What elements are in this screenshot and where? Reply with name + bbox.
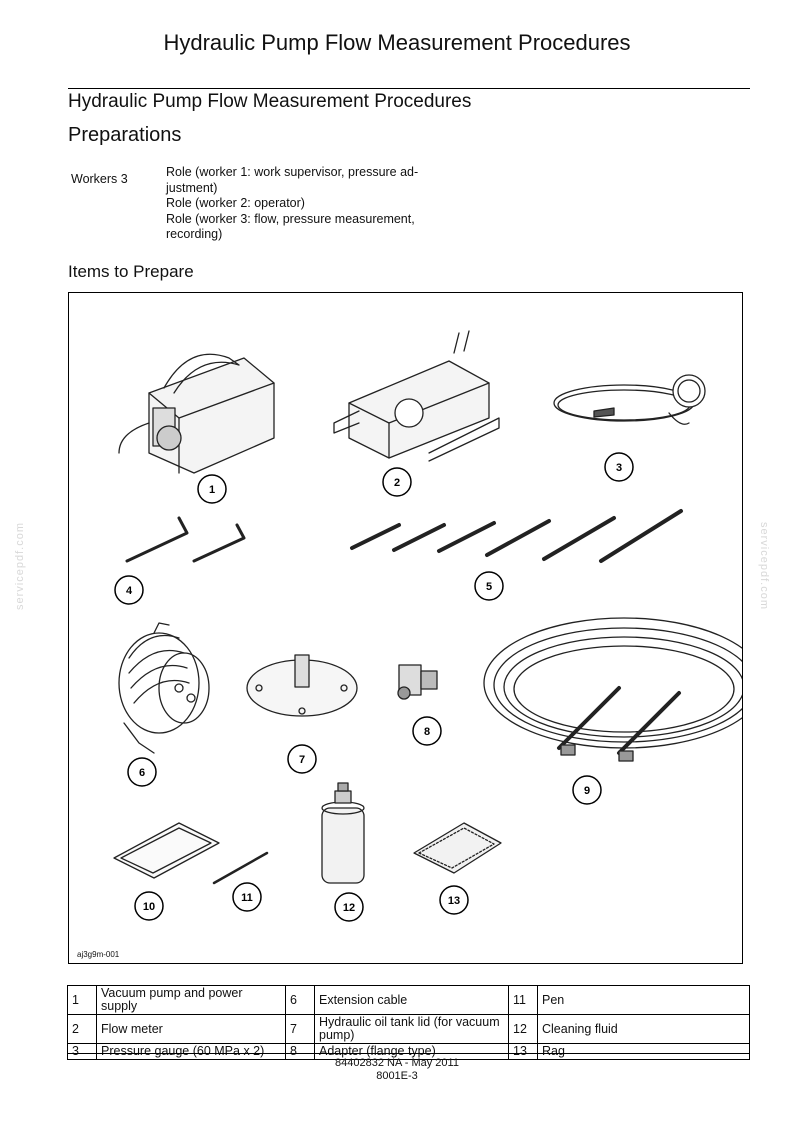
svg-text:12: 12: [343, 902, 355, 914]
footer-doc-number: 84402832 NA - May 2011: [335, 1057, 459, 1069]
svg-text:3: 3: [616, 462, 622, 474]
svg-text:9: 9: [584, 785, 590, 797]
svg-text:10: 10: [143, 901, 155, 913]
item-number: 12: [508, 1014, 538, 1044]
watermark-right: servicepdf.com: [757, 522, 770, 610]
callout-3: 3: [604, 452, 634, 482]
hex-keys-drawing: [125, 516, 246, 563]
role-2: Role (worker 2: operator): [166, 196, 305, 210]
pressure-gauge-drawing: [553, 374, 706, 425]
roles-list: Role (worker 1: work supervisor, pressur…: [166, 165, 446, 243]
item-label: Pressure gauge (60 MPa x 2): [96, 1043, 286, 1060]
callout-12: 12: [334, 892, 364, 922]
role-3: Role (worker 3: flow, pressure measureme…: [166, 211, 415, 242]
svg-text:8: 8: [424, 726, 430, 738]
adapter-drawing: [397, 664, 438, 700]
workers-label: Workers 3: [71, 172, 128, 186]
svg-text:11: 11: [241, 892, 253, 904]
svg-text:6: 6: [139, 767, 145, 779]
callout-1: 1: [197, 474, 227, 504]
item-label: Adapter (flange type): [314, 1043, 509, 1060]
svg-text:7: 7: [299, 754, 305, 766]
item-number: 13: [508, 1043, 538, 1060]
clipboard-drawing: [113, 822, 220, 879]
item-label: Hydraulic oil tank lid (for vacuum pump): [314, 1014, 509, 1044]
item-label: Extension cable: [314, 985, 509, 1015]
items-table: 1 Vacuum pump and power supply 6 Extensi…: [67, 985, 750, 1060]
svg-text:1: 1: [209, 484, 215, 496]
callout-5: 5: [474, 571, 504, 601]
svg-text:5: 5: [486, 581, 492, 593]
tank-lid-drawing: [246, 654, 358, 717]
watermark-left: servicepdf.com: [13, 522, 26, 610]
item-number: 2: [67, 1014, 97, 1044]
svg-text:4: 4: [126, 585, 133, 597]
item-label: Cleaning fluid: [537, 1014, 750, 1044]
top-rule: [68, 88, 750, 89]
callout-8: 8: [412, 716, 442, 746]
flow-meter-drawing: [333, 330, 500, 462]
callout-7: 7: [287, 744, 317, 774]
svg-text:2: 2: [394, 477, 400, 489]
table-row: 2 Flow meter 7 Hydraulic oil tank lid (f…: [67, 1014, 750, 1044]
items-figure: 1 2 3 4 5 6 7 8 9 10 11 12 13 aj3g9m-001: [68, 292, 743, 964]
hoses-drawing: [483, 617, 742, 762]
item-number: 7: [285, 1014, 315, 1044]
doc-title: Hydraulic Pump Flow Measurement Procedur…: [68, 91, 472, 112]
section-title: Preparations: [68, 124, 182, 146]
wrenches-drawing: [350, 509, 683, 563]
table-row: 3 Pressure gauge (60 MPa x 2) 8 Adapter …: [67, 1043, 750, 1060]
vacuum-pump-drawing: [118, 353, 275, 474]
callout-10: 10: [134, 891, 164, 921]
cable-reel-drawing: [118, 622, 210, 754]
pen-drawing: [212, 851, 269, 885]
rag-drawing: [413, 822, 502, 874]
table-row: 1 Vacuum pump and power supply 6 Extensi…: [67, 985, 750, 1015]
callout-2: 2: [382, 467, 412, 497]
item-number: 11: [508, 985, 538, 1015]
cleaning-fluid-drawing: [321, 782, 365, 884]
figure-code: aj3g9m-001: [77, 950, 120, 959]
item-label: Pen: [537, 985, 750, 1015]
item-label: Rag: [537, 1043, 750, 1060]
item-label: Flow meter: [96, 1014, 286, 1044]
callouts: 1 2 3 4 5 6 7 8 9 10 11 12 13: [114, 452, 634, 922]
svg-text:13: 13: [448, 895, 460, 907]
items-illustration: 1 2 3 4 5 6 7 8 9 10 11 12 13: [113, 330, 742, 922]
callout-11: 11: [232, 882, 262, 912]
footer: 84402832 NA - May 2011 8001E-3: [0, 1057, 794, 1083]
item-label: Vacuum pump and power supply: [96, 985, 286, 1015]
page-header: Hydraulic Pump Flow Measurement Procedur…: [163, 30, 631, 55]
footer-page-number: 8001E-3: [376, 1070, 418, 1082]
item-number: 6: [285, 985, 315, 1015]
callout-13: 13: [439, 885, 469, 915]
callout-9: 9: [572, 775, 602, 805]
callout-6: 6: [127, 757, 157, 787]
item-number: 1: [67, 985, 97, 1015]
callout-4: 4: [114, 575, 144, 605]
items-title: Items to Prepare: [68, 262, 194, 281]
bottom-rule: [68, 1053, 750, 1054]
role-1: Role (worker 1: work supervisor, pressur…: [166, 165, 419, 195]
